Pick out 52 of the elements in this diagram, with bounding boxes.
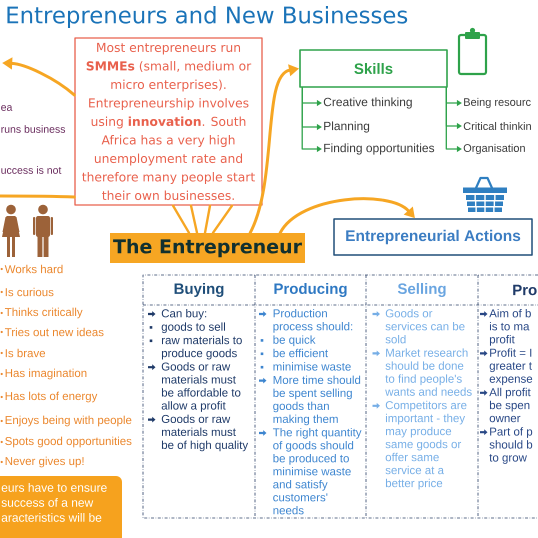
bullet-text: Goods or raw materials must be of high quality	[162, 414, 248, 452]
bullet-text: All profit be spen owner	[489, 388, 531, 422]
bullet-text: Goods or services can be sold	[386, 308, 465, 344]
bullet-text: The right quantity of goods should be produced to minimise waste and satisfy customers' needs	[272, 428, 362, 514]
list-item: Creative thinking	[324, 97, 412, 109]
list-item: uccess is not	[1, 166, 62, 174]
connector-line	[212, 204, 234, 234]
list-item: Is curious	[6, 288, 54, 296]
list-item: Being resourc	[464, 98, 531, 108]
list-item: Critical thinkin	[464, 122, 531, 130]
bullet-text: Goods or raw materials must be affordable to allow a profit	[162, 362, 240, 412]
list-item: Has lots of energy	[6, 392, 98, 402]
list-item: Organisation	[464, 144, 525, 154]
connector-line	[204, 204, 212, 234]
heading-box: Skills	[299, 49, 448, 88]
bullet-text: Production process should:	[273, 308, 352, 333]
bullet-text: goods to sell	[162, 322, 225, 334]
list-item: Has imagination	[6, 368, 86, 380]
list-item: Finding opportunities	[324, 143, 434, 155]
list-item: Is brave	[6, 348, 46, 358]
bullet-text: minimise waste	[273, 362, 351, 371]
bullet-text: More time should be spent selling goods than making them	[273, 376, 360, 426]
heading-box: Entrepreneurial Actions	[333, 218, 533, 256]
list-item: runs business	[1, 125, 66, 133]
bullet-text: Part of p should b to grow	[489, 427, 532, 464]
bullet-text: raw materials to produce goods	[162, 336, 242, 360]
bullet-text: Can buy:	[162, 308, 206, 320]
column-header: Buying	[174, 282, 224, 298]
connector-line	[0, 194, 76, 198]
list-item: ea	[1, 105, 12, 111]
arrow	[278, 197, 415, 234]
bullet-text: Market research should be done to find people's wants and needs	[385, 348, 472, 396]
column-header: Selling	[398, 282, 446, 298]
list-item: Spots good opportunities	[5, 436, 132, 448]
bullet-text: Aim of b is to ma profit	[489, 308, 531, 346]
callout-box: eurs have to ensure success of a new aracteristics will be	[0, 476, 122, 538]
bullet-text: be quick	[273, 335, 316, 346]
list-item: Works hard	[4, 264, 63, 274]
list-item: Planning	[324, 121, 370, 133]
list-item: Tries out new ideas	[4, 328, 104, 336]
connector-line	[172, 204, 190, 234]
list-item: Thinks critically	[4, 308, 83, 318]
connector-line	[190, 204, 198, 234]
column-header: Producing	[274, 282, 347, 298]
title-banner: The Entrepreneur	[110, 233, 305, 263]
bullet-text: be efficient	[273, 348, 328, 358]
bullet-text: Competitors are important - they may produce same goods or offer same service at a better price	[386, 400, 466, 490]
title: Entrepreneurs and New Businesses	[7, 6, 408, 28]
list-item: Enjoys being with people	[6, 416, 132, 426]
text-box: Most entrepreneurs run SMMEs (small, medium or micro enterprises). Entrepreneurship involves using innovation. South Africa has a very high unemployment rate and therefore many people start their own businesses.	[74, 37, 263, 206]
bullet-text: Profit = I greater t expense	[490, 348, 532, 386]
column-header: Pro	[513, 284, 537, 296]
